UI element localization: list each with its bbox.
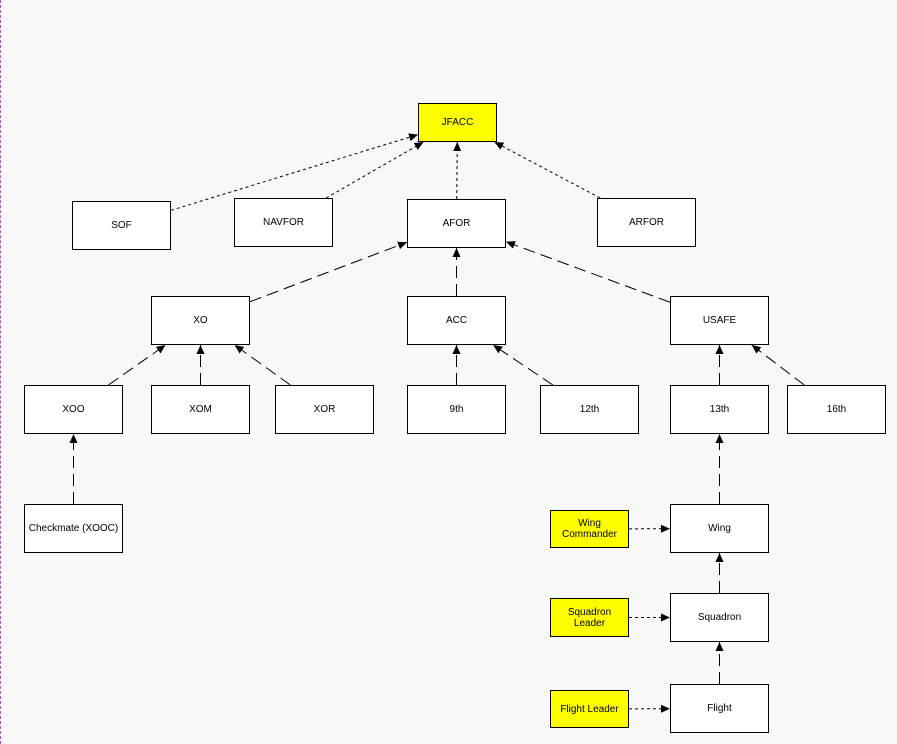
node-12th[interactable]: 12th <box>540 385 639 434</box>
edge-afor-to-jfacc <box>453 141 462 200</box>
node-xor[interactable]: XOR <box>275 385 374 434</box>
edge-twelfth-to-acc <box>492 344 554 386</box>
node-13th[interactable]: 13th <box>670 385 769 434</box>
node-xoo[interactable]: XOO <box>24 385 123 434</box>
node-afor[interactable]: AFOR <box>407 199 506 248</box>
node-checkmate-xooc[interactable]: Checkmate (XOOC) <box>24 504 123 553</box>
edge-arfor-to-jfacc <box>494 141 601 199</box>
edge-usafe-to-afor <box>505 241 671 303</box>
node-usafe[interactable]: USAFE <box>670 296 769 345</box>
node-16th[interactable]: 16th <box>787 385 886 434</box>
node-sof[interactable]: SOF <box>72 201 171 250</box>
node-flight-leader[interactable]: Flight Leader <box>550 690 629 728</box>
node-acc[interactable]: ACC <box>407 296 506 345</box>
edge-xor-to-xo <box>234 344 291 386</box>
edge-xo-to-afor <box>249 241 408 303</box>
node-arfor[interactable]: ARFOR <box>597 198 696 247</box>
node-wing-commander[interactable]: Wing Commander <box>550 510 629 548</box>
node-squadron[interactable]: Squadron <box>670 593 769 642</box>
node-9th[interactable]: 9th <box>407 385 506 434</box>
node-flight[interactable]: Flight <box>670 684 769 733</box>
node-squadron-leader[interactable]: Squadron Leader <box>550 598 629 637</box>
edge-sof-to-jfacc <box>170 133 419 211</box>
node-navfor[interactable]: NAVFOR <box>234 198 333 247</box>
edge-sixteenth-to-usafe <box>751 344 805 386</box>
edge-xoo-to-xo <box>108 344 166 386</box>
node-jfacc[interactable]: JFACC <box>418 103 497 142</box>
node-wing[interactable]: Wing <box>670 504 769 553</box>
node-xo[interactable]: XO <box>151 296 250 345</box>
node-xom[interactable]: XOM <box>151 385 250 434</box>
left-border <box>0 0 1 744</box>
edge-navfor-to-jfacc <box>325 141 424 199</box>
